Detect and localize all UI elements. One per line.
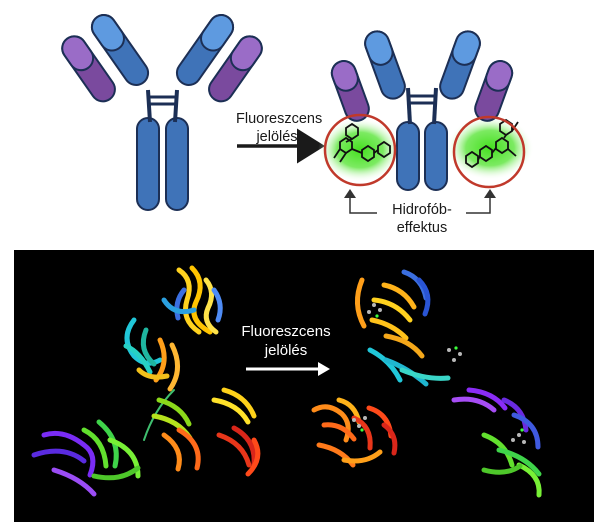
schematic-panel: Fluoreszcens jelölés Hidrofób- effektus — [0, 0, 602, 245]
labeling-label-bottom-line2: jelölés — [264, 342, 308, 359]
protein-structure-panel: Fluoreszcens jelölés — [14, 250, 594, 522]
effect-label-line2: effektus — [396, 220, 448, 236]
labeling-label-bottom: Fluoreszcens jelölés — [236, 322, 336, 360]
fluorophore-molecule-icon — [333, 122, 391, 163]
effect-label-line1: Hidrofób- — [392, 202, 452, 218]
hydrophobic-effect-label: Hidrofób- effektus — [378, 201, 466, 237]
schematic-drawing — [61, 14, 534, 214]
antibody-icon — [61, 14, 263, 211]
labeling-label-line1: Fluoreszcens — [236, 111, 323, 127]
labeling-label-bottom-line1: Fluoreszcens — [241, 323, 331, 340]
labeled-antibody-icon — [318, 30, 534, 191]
effect-pointer-left — [344, 189, 377, 214]
labeling-label-line2: jelölés — [256, 129, 298, 145]
effect-pointer-right — [466, 189, 496, 214]
labeling-label: Fluoreszcens jelölés — [236, 110, 323, 146]
protein-ribbon-structure — [31, 265, 542, 498]
